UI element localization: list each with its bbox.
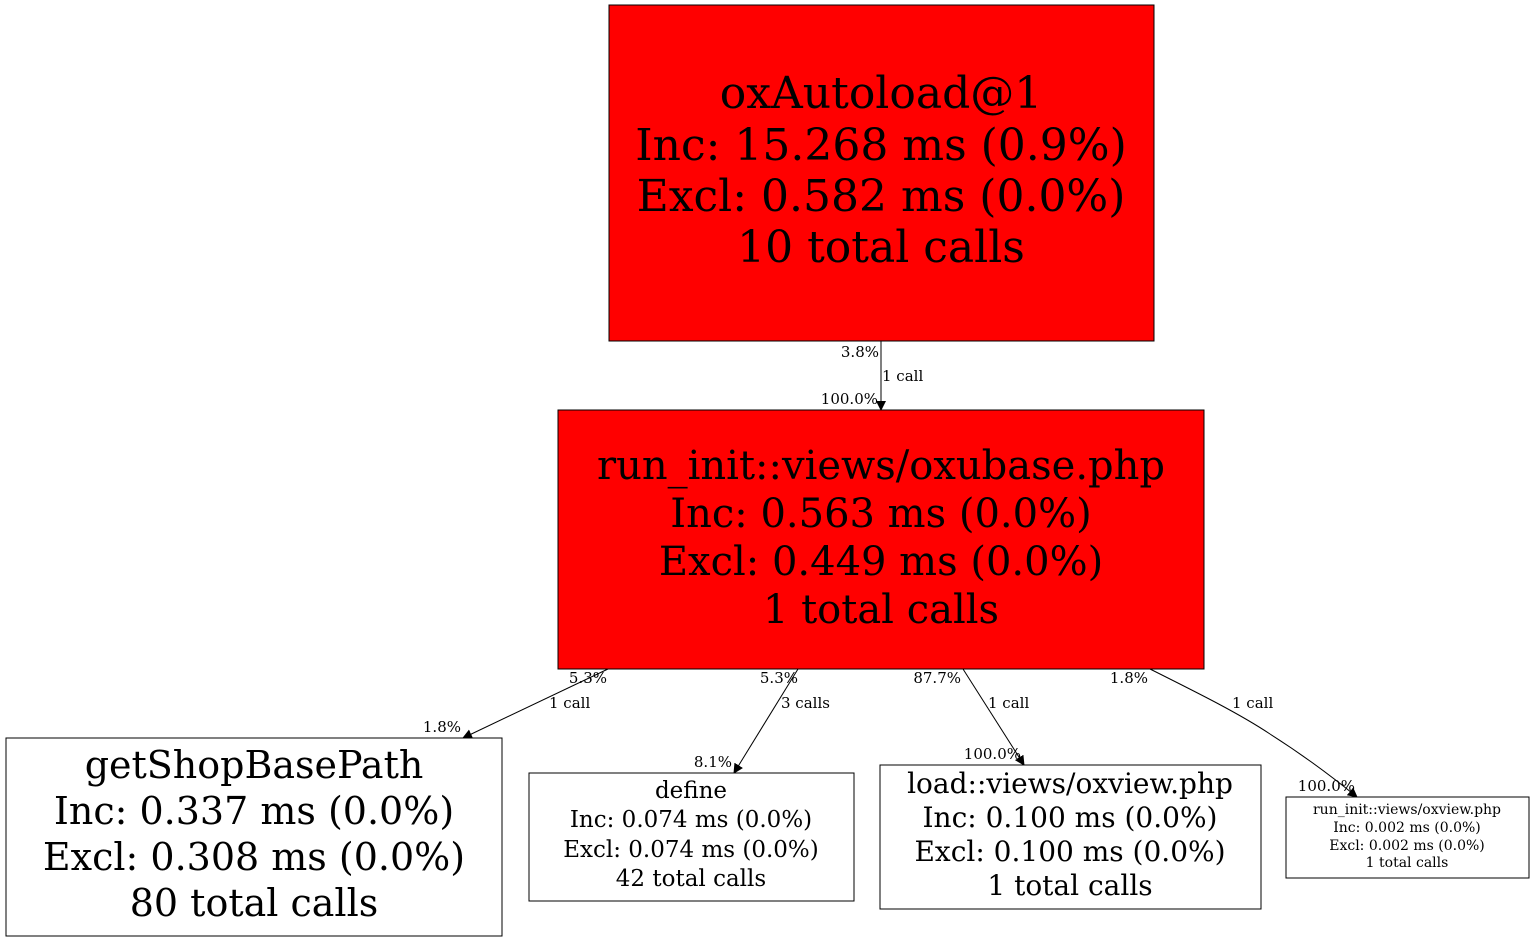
node-box [5,737,503,937]
node-oxautoload[interactable]: oxAutoload@1 Inc: 15.268 ms (0.9%) Excl:… [608,4,1155,342]
edge-head-percent: 1.8% [423,718,461,736]
edge-call-count: 3 calls [781,694,830,712]
edge-call-count: 1 call [988,694,1029,712]
edge-head-percent: 100.0% [821,390,878,408]
node-exclusive-time: Excl: 0.074 ms (0.0%) [563,837,819,863]
node-total-calls: 10 total calls [737,222,1025,273]
edge-oxubase-to-run-init-oxview: 1.8% 1 call 100.0% [1110,668,1358,798]
node-box [879,764,1262,910]
edge-call-count: 1 call [1232,694,1273,712]
edge-line [962,668,1025,766]
node-box [1285,796,1530,879]
node-inclusive-time: Inc: 15.268 ms (0.9%) [635,120,1127,171]
node-inclusive-time: Inc: 0.337 ms (0.0%) [54,789,454,833]
node-box [608,4,1155,342]
node-run-init-oxubase[interactable]: run_init::views/oxubase.php Inc: 0.563 m… [557,409,1205,670]
node-exclusive-time: Excl: 0.449 ms (0.0%) [659,539,1103,585]
node-define[interactable]: define Inc: 0.074 ms (0.0%) Excl: 0.074 … [528,772,855,902]
node-function-name: run_init::views/oxubase.php [597,443,1165,489]
node-run-init-oxview[interactable]: run_init::views/oxview.php Inc: 0.002 ms… [1285,796,1530,879]
node-exclusive-time: Excl: 0.100 ms (0.0%) [914,835,1225,868]
edge-tail-percent: 3.8% [841,343,879,361]
node-inclusive-time: Inc: 0.100 ms (0.0%) [923,801,1218,834]
edge-tail-percent: 5.3% [569,669,607,687]
edge-line [462,668,609,739]
node-inclusive-time: Inc: 0.563 ms (0.0%) [670,491,1091,537]
node-function-name: getShopBasePath [85,743,424,787]
node-getshopbasepath[interactable]: getShopBasePath Inc: 0.337 ms (0.0%) Exc… [5,737,503,937]
edge-call-count: 1 call [882,367,923,385]
node-function-name: define [655,778,727,804]
node-total-calls: 42 total calls [616,866,766,892]
node-exclusive-time: Excl: 0.308 ms (0.0%) [43,835,465,879]
node-box [528,772,855,902]
node-total-calls: 1 total calls [763,587,999,633]
edge-tail-percent: 1.8% [1110,669,1148,687]
edge-line [1149,668,1358,798]
node-total-calls: 80 total calls [130,881,378,925]
node-total-calls: 1 total calls [987,869,1152,902]
edge-oxubase-to-getshopbasepath: 5.3% 1 call 1.8% [423,668,609,739]
node-function-name: load::views/oxview.php [907,767,1233,800]
node-inclusive-time: Inc: 0.074 ms (0.0%) [570,807,812,833]
node-inclusive-time: Inc: 0.002 ms (0.0%) [1333,820,1481,836]
edge-autoload-to-oxubase: 3.8% 1 call 100.0% [821,341,923,411]
edge-tail-percent: 87.7% [913,669,961,687]
node-exclusive-time: Excl: 0.002 ms (0.0%) [1329,838,1485,854]
node-load-oxview[interactable]: load::views/oxview.php Inc: 0.100 ms (0.… [879,764,1262,910]
edge-call-count: 1 call [549,694,590,712]
node-function-name: oxAutoload@1 [720,68,1043,119]
node-total-calls: 1 total calls [1366,855,1449,871]
edge-head-percent: 100.0% [964,745,1021,763]
edge-head-percent: 100.0% [1298,777,1355,795]
node-box [557,409,1205,670]
edge-line [733,668,799,774]
edge-head-percent: 8.1% [694,753,732,771]
edge-tail-percent: 5.3% [760,669,798,687]
edge-oxubase-to-define: 5.3% 3 calls 8.1% [694,668,830,774]
edge-oxubase-to-load-oxview: 87.7% 1 call 100.0% [913,668,1029,766]
node-function-name: run_init::views/oxview.php [1313,802,1501,818]
node-exclusive-time: Excl: 0.582 ms (0.0%) [637,171,1126,222]
